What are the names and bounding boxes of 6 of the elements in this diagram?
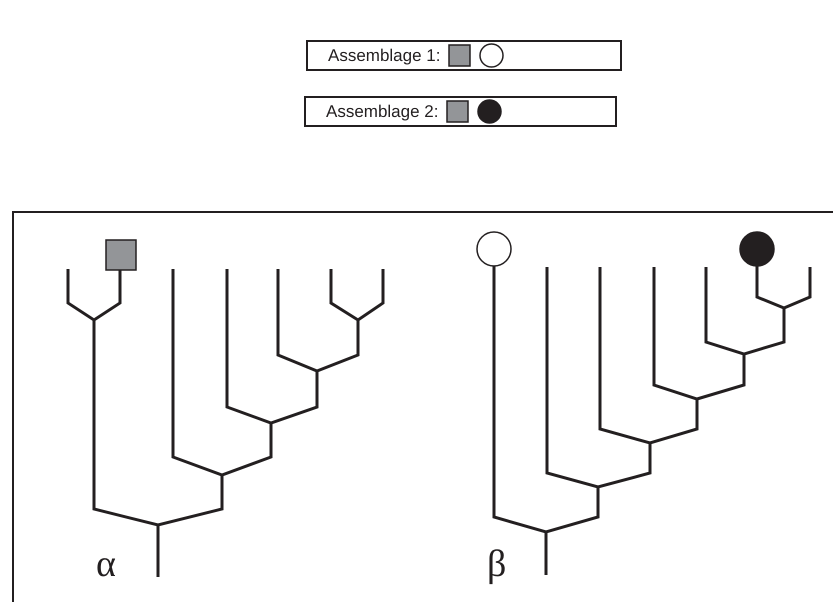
- legend-box: [304, 96, 617, 127]
- tree-label: β: [487, 545, 506, 583]
- legend-text: Assemblage 2:: [326, 100, 438, 123]
- tree-label: α: [96, 545, 116, 583]
- legend-text: Assemblage 1:: [328, 44, 440, 67]
- legend-box: [306, 40, 622, 71]
